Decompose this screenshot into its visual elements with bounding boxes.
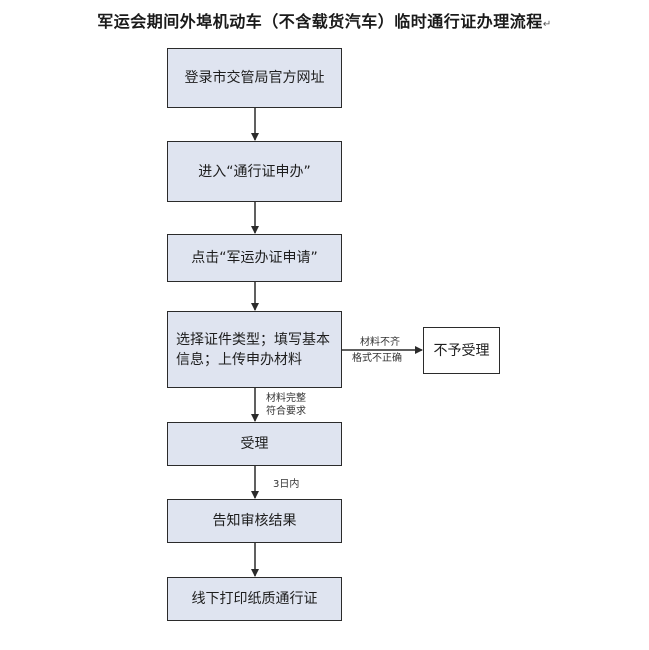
step-4-label: 选择证件类型；填写基本信息；上传申办材料	[176, 331, 330, 368]
step-click-military-games-apply: 点击“军运办证申请”	[167, 234, 342, 282]
reject-condition-line1: 材料不齐	[360, 337, 400, 348]
step-accept: 受理	[167, 422, 342, 466]
step-fill-and-upload: 选择证件类型；填写基本信息；上传申办材料	[167, 311, 342, 388]
step-enter-permit-application: 进入“通行证申办”	[167, 141, 342, 202]
diagram-title: 军运会期间外埠机动车（不含载货汽车）临时通行证办理流程↵	[0, 8, 649, 32]
paragraph-mark: ↵	[542, 19, 552, 30]
reject-label: 不予受理	[433, 342, 490, 359]
step-notify-result: 告知审核结果	[167, 499, 342, 543]
reject-box: 不予受理	[423, 327, 500, 374]
step-print-permit: 线下打印纸质通行证	[167, 577, 342, 621]
step-7-label: 线下打印纸质通行证	[191, 591, 318, 607]
step-5-label: 受理	[240, 436, 269, 452]
accept-condition-line1: 材料完整	[266, 393, 306, 404]
accept-condition-line2: 符合要求	[266, 406, 306, 417]
step-login-website: 登录市交管局官方网址	[167, 48, 342, 108]
step-3-label: 点击“军运办证申请”	[191, 250, 318, 266]
step-2-label: 进入“通行证申办”	[198, 163, 311, 180]
step-1-label: 登录市交管局官方网址	[184, 70, 325, 86]
step-6-label: 告知审核结果	[212, 513, 297, 529]
title-text: 军运会期间外埠机动车（不含载货汽车）临时通行证办理流程	[97, 12, 543, 31]
timing-note: 3日内	[273, 479, 300, 490]
reject-condition-line2: 格式不正确	[352, 353, 402, 364]
